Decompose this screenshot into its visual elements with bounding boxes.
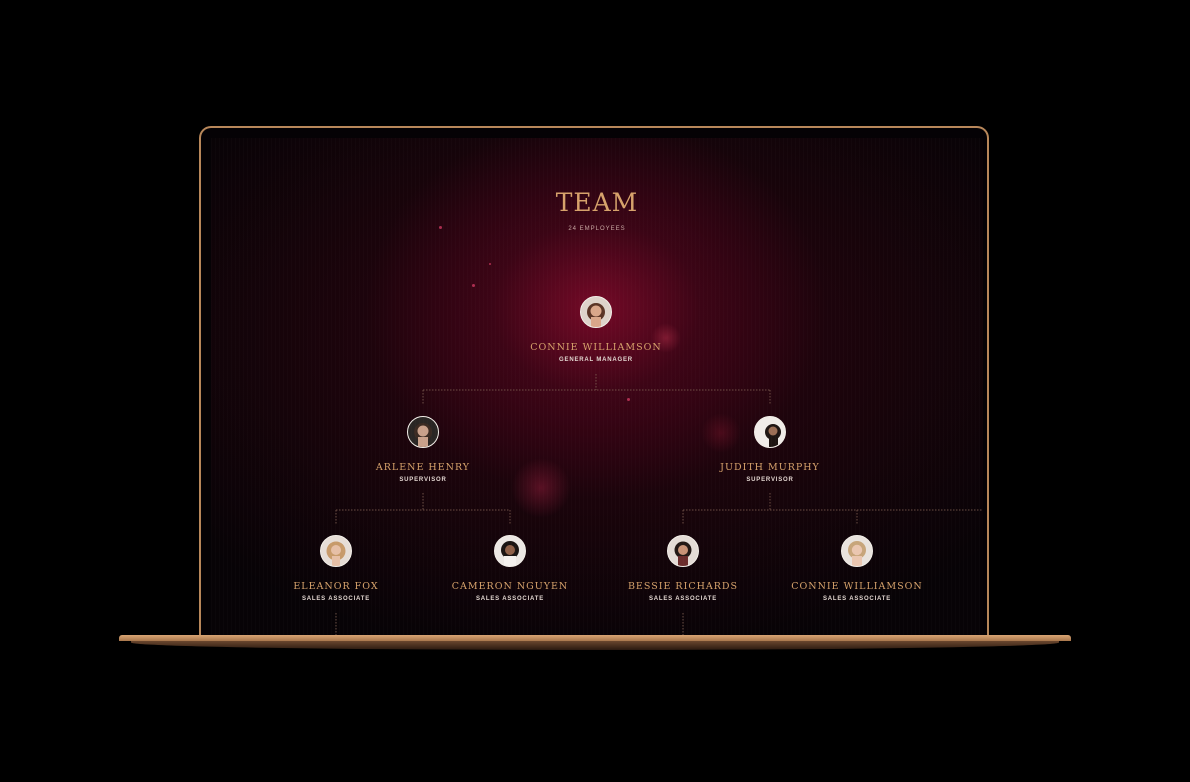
laptop-base-shadow: [131, 641, 1059, 650]
avatar: [320, 535, 352, 567]
employee-name: ARLENE HENRY: [375, 462, 471, 473]
employee-count: 24 EMPLOYEES: [568, 226, 626, 232]
org-node-supervisor[interactable]: ARLENE HENRY SUPERVISOR: [338, 416, 508, 483]
org-node-associate[interactable]: CONNIE WILLIAMSON SALES ASSOCIATE: [772, 535, 942, 602]
org-node-associate[interactable]: ELEANOR FOX SALES ASSOCIATE: [251, 535, 421, 602]
employee-name: CONNIE WILLIAMSON: [530, 342, 662, 353]
employee-role: SALES ASSOCIATE: [475, 596, 544, 602]
avatar: [580, 296, 612, 328]
employee-name: BESSIE RICHARDS: [627, 581, 739, 592]
bokeh-dot: [472, 284, 475, 287]
laptop-base: [119, 635, 1071, 641]
page-title: TEAM: [555, 188, 639, 217]
employee-name: ELEANOR FOX: [293, 581, 379, 592]
employee-role: GENERAL MANAGER: [559, 357, 633, 363]
avatar: [667, 535, 699, 567]
org-node-associate[interactable]: CAMERON NGUYEN SALES ASSOCIATE: [425, 535, 595, 602]
portrait-photo: [842, 536, 872, 566]
laptop-frame: TEAM 24 EMPLOYEES: [199, 126, 989, 638]
employee-role: SALES ASSOCIATE: [648, 596, 717, 602]
employee-name: JUDITH MURPHY: [720, 462, 820, 473]
employee-role: SUPERVISOR: [399, 477, 447, 483]
org-connector-lines: [335, 374, 983, 638]
employee-name: CONNIE WILLIAMSON: [791, 581, 923, 592]
avatar: [407, 416, 439, 448]
portrait-photo: [755, 417, 785, 447]
portrait-photo: [408, 417, 438, 447]
portrait-photo: [495, 536, 525, 566]
avatar: [841, 535, 873, 567]
avatar: [754, 416, 786, 448]
portrait-photo: [321, 536, 351, 566]
bokeh-dot: [489, 263, 491, 265]
avatar: [494, 535, 526, 567]
portrait-photo: [668, 536, 698, 566]
employee-role: SALES ASSOCIATE: [822, 596, 891, 602]
bokeh-dot: [439, 226, 442, 229]
screen: TEAM 24 EMPLOYEES: [211, 138, 983, 638]
org-node-general-manager[interactable]: CONNIE WILLIAMSON GENERAL MANAGER: [511, 296, 681, 363]
portrait-photo: [581, 297, 611, 327]
employee-name: CAMERON NGUYEN: [451, 581, 569, 592]
employee-role: SALES ASSOCIATE: [301, 596, 370, 602]
org-node-supervisor[interactable]: JUDITH MURPHY SUPERVISOR: [685, 416, 855, 483]
employee-role: SUPERVISOR: [746, 477, 794, 483]
org-node-associate[interactable]: BESSIE RICHARDS SALES ASSOCIATE: [598, 535, 768, 602]
bokeh-dot: [627, 398, 630, 401]
